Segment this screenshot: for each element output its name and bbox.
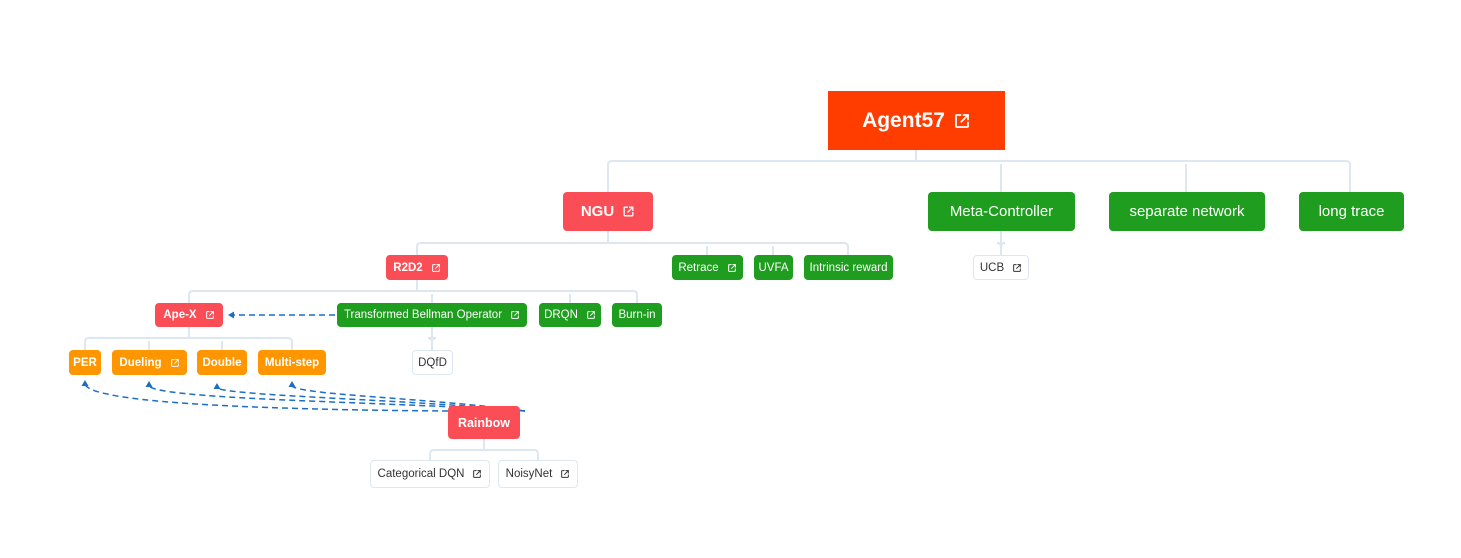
node-label: Retrace	[678, 261, 719, 274]
node-rainbow[interactable]: Rainbow	[448, 406, 520, 439]
relation-arrowhead	[228, 311, 234, 319]
node-label: Dueling	[119, 356, 162, 369]
node-label: PER	[73, 356, 97, 369]
node-label: R2D2	[393, 261, 423, 274]
node-label: NGU	[580, 203, 615, 220]
node-r2d2[interactable]: R2D2	[386, 255, 448, 280]
relation-arrowhead	[81, 380, 89, 386]
external-link-icon[interactable]	[953, 112, 971, 130]
connector-rainbow-bus	[429, 449, 539, 455]
external-link-icon[interactable]	[472, 469, 482, 479]
node-label: Categorical DQN	[377, 468, 465, 480]
node-label: Rainbow	[457, 415, 511, 430]
node-label: DQfD	[418, 356, 447, 369]
node-label: Meta-Controller	[949, 203, 1054, 220]
node-drqn[interactable]: DRQN	[539, 303, 601, 327]
connector-meta-bus	[996, 242, 1006, 248]
external-link-icon[interactable]	[622, 205, 635, 218]
node-retrace[interactable]: Retrace	[672, 255, 743, 280]
external-link-icon[interactable]	[170, 358, 180, 368]
relation-rainbow-to-per	[84, 383, 449, 412]
node-label: Transformed Bellman Operator	[343, 309, 503, 321]
node-ngu[interactable]: NGU	[563, 192, 653, 231]
node-noisynet[interactable]: NoisyNet	[498, 460, 578, 488]
node-dqfd[interactable]: DQfD	[412, 350, 453, 375]
node-label: Agent57	[862, 108, 945, 132]
node-long-trace[interactable]: long trace	[1299, 192, 1404, 231]
node-label: separate network	[1129, 203, 1245, 220]
connector-apex-bus	[84, 337, 293, 343]
node-meta-controller[interactable]: Meta-Controller	[928, 192, 1075, 231]
node-uvfa[interactable]: UVFA	[754, 255, 793, 280]
external-link-icon[interactable]	[1012, 263, 1022, 273]
node-agent57[interactable]: Agent57	[828, 91, 1005, 150]
node-label: Multi-step	[264, 356, 320, 369]
relation-arrowhead	[145, 381, 153, 387]
external-link-icon[interactable]	[510, 310, 520, 320]
node-label: Ape-X	[163, 309, 197, 321]
connector-tbo-bus	[427, 337, 437, 343]
external-link-icon[interactable]	[560, 469, 570, 479]
node-multi-step[interactable]: Multi-step	[258, 350, 326, 375]
node-per[interactable]: PER	[69, 350, 101, 375]
node-label: DRQN	[544, 309, 578, 321]
external-link-icon[interactable]	[431, 263, 441, 273]
node-intrinsic-reward[interactable]: Intrinsic reward	[804, 255, 893, 280]
connector-r2d2-bus	[188, 290, 638, 296]
node-label: UVFA	[758, 261, 789, 274]
node-ucb[interactable]: UCB	[973, 255, 1029, 280]
node-label: Double	[202, 356, 242, 369]
external-link-icon[interactable]	[586, 310, 596, 320]
node-transformed-bellman-operator[interactable]: Transformed Bellman Operator	[337, 303, 527, 327]
relation-arrowhead	[213, 383, 221, 389]
node-separate-network[interactable]: separate network	[1109, 192, 1265, 231]
node-double[interactable]: Double	[197, 350, 247, 375]
external-link-icon[interactable]	[727, 263, 737, 273]
node-ape-x[interactable]: Ape-X	[155, 303, 223, 327]
connector-ngu-bus	[416, 242, 849, 248]
node-burn-in[interactable]: Burn-in	[612, 303, 662, 327]
node-label: NoisyNet	[505, 468, 553, 480]
node-label: Intrinsic reward	[809, 261, 888, 274]
node-label: Burn-in	[618, 309, 656, 321]
connector-agent57-bus	[607, 160, 1351, 166]
node-dueling[interactable]: Dueling	[112, 350, 187, 375]
node-label: UCB	[979, 261, 1005, 274]
node-categorical-dqn[interactable]: Categorical DQN	[370, 460, 490, 488]
relation-arrowhead	[288, 381, 296, 387]
node-label: long trace	[1318, 203, 1385, 220]
relation-rainbow-to-multistep	[291, 385, 526, 412]
external-link-icon[interactable]	[205, 310, 215, 320]
